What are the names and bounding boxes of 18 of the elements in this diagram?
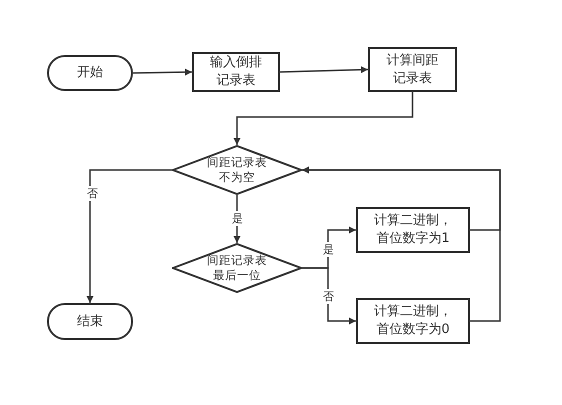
process-box: 计算二进制，首位数字为0 [356, 298, 470, 344]
arrow [132, 68, 192, 76]
edge-label: 否 [322, 289, 335, 304]
end-terminal: 结束 [47, 303, 133, 340]
arrow [280, 66, 368, 74]
edge-label: 否 [86, 186, 99, 201]
decision-diamond: 间距记录表不为空 [172, 145, 302, 195]
process-box: 输入倒排记录表 [192, 52, 280, 92]
arrow [302, 166, 501, 322]
edge-label: 是 [231, 211, 244, 226]
process-box: 计算间距记录表 [368, 47, 457, 92]
edge-label: 是 [322, 242, 335, 257]
process-box: 计算二进制，首位数字为1 [356, 207, 470, 253]
arrow [86, 169, 172, 303]
arrow [234, 92, 414, 145]
start-terminal: 开始 [47, 55, 133, 91]
decision-diamond: 间距记录表最后一位 [172, 243, 302, 293]
arrow [302, 267, 356, 324]
